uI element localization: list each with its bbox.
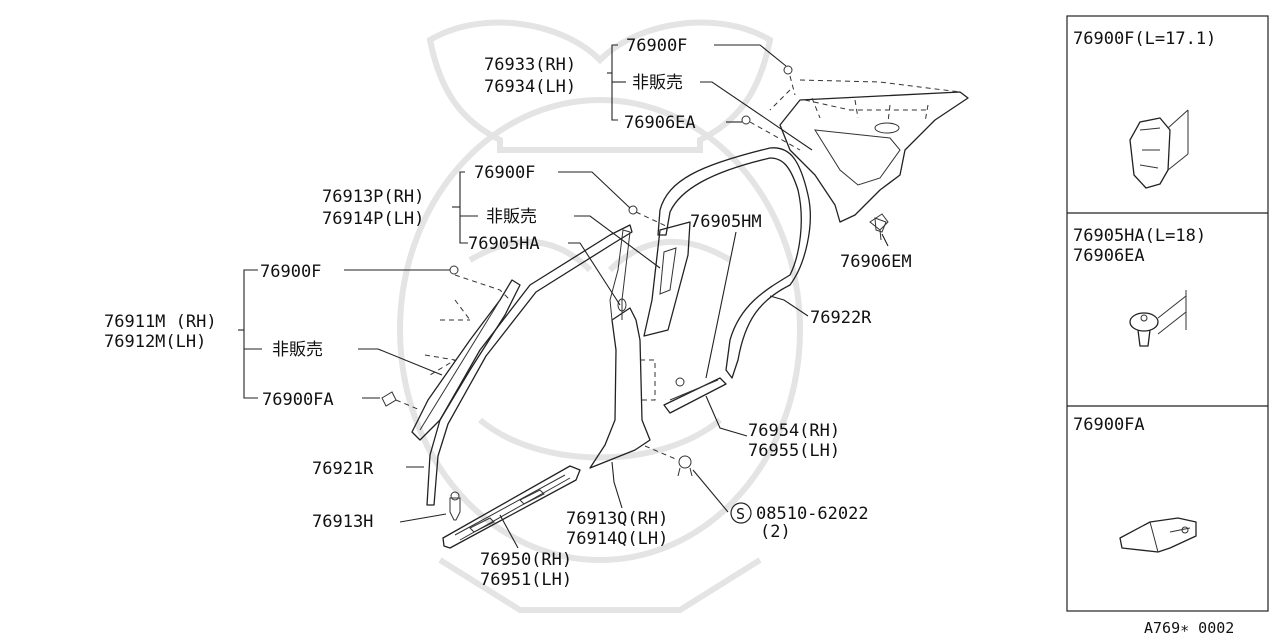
label-not-for-sale-mid: 非販売 bbox=[486, 207, 537, 227]
detail-subtitle-2: 76906EA bbox=[1073, 246, 1145, 266]
label-76921r: 76921R bbox=[312, 459, 374, 479]
front-pillar-trim bbox=[381, 265, 521, 441]
label-76914q: 76914Q(LH) bbox=[566, 529, 668, 549]
label-76911m: 76911M (RH) bbox=[104, 312, 217, 332]
detail-title-3: 76900FA bbox=[1073, 415, 1145, 435]
label-76906em: 76906EM bbox=[840, 252, 912, 272]
label-76954: 76954(RH) bbox=[748, 421, 840, 441]
front-kicking-plate bbox=[442, 465, 581, 549]
screw-callout-circle bbox=[730, 502, 752, 524]
front-weatherstrip bbox=[426, 224, 633, 506]
label-76900f-mid: 76900F bbox=[474, 163, 535, 183]
center-pillar-lower bbox=[589, 229, 656, 469]
clip-fastener-icon bbox=[1129, 109, 1189, 189]
label-screw-qty: (2) bbox=[760, 522, 791, 542]
screw-icon bbox=[644, 445, 693, 477]
part-labels: 76933(RH) 76934(LH) 76900F 非販売 76906EA 7… bbox=[104, 36, 912, 590]
rear-pillar-trim bbox=[741, 65, 969, 233]
door-weatherstrip bbox=[657, 147, 811, 379]
label-76905ha: 76905HA bbox=[468, 234, 540, 254]
label-76906ea: 76906EA bbox=[624, 113, 696, 133]
label-76955: 76955(LH) bbox=[748, 441, 840, 461]
label-76914p: 76914P(LH) bbox=[322, 209, 424, 229]
center-pillar-upper bbox=[628, 205, 691, 337]
label-76933: 76933(RH) bbox=[484, 55, 576, 75]
detail-panel: 76900F(L=17.1) 76905HA(L=18) 76906EA 769… bbox=[1066, 15, 1269, 612]
bracket-clip-icon bbox=[1119, 517, 1197, 553]
diagram-code: A769∗ 0002 bbox=[1144, 619, 1234, 637]
push-pin-clip-icon bbox=[1129, 290, 1187, 347]
label-76900f-top: 76900F bbox=[626, 36, 687, 56]
label-not-for-sale-top: 非販売 bbox=[632, 73, 683, 93]
detail-title-1: 76900F(L=17.1) bbox=[1073, 29, 1216, 49]
watermark-emblem bbox=[397, 19, 803, 613]
rear-kicking-plate bbox=[663, 377, 727, 414]
label-76913h: 76913H bbox=[312, 512, 373, 532]
detail-title-2: 76905HA(L=18) bbox=[1073, 226, 1206, 246]
screw-mark: S bbox=[736, 505, 745, 523]
clip-76913h bbox=[449, 491, 461, 521]
label-76900fa: 76900FA bbox=[262, 390, 334, 410]
label-76913q: 76913Q(RH) bbox=[566, 509, 668, 529]
label-76951: 76951(LH) bbox=[480, 570, 572, 590]
label-76912m: 76912M(LH) bbox=[104, 332, 206, 352]
label-76950: 76950(RH) bbox=[480, 550, 572, 570]
label-76922r: 76922R bbox=[810, 308, 872, 328]
label-76905hm: 76905HM bbox=[690, 212, 762, 232]
leader-lines bbox=[238, 44, 889, 549]
clip-76906em bbox=[869, 213, 889, 241]
label-76913p: 76913P(RH) bbox=[322, 187, 424, 207]
label-not-for-sale-low: 非販売 bbox=[272, 340, 323, 360]
label-76934: 76934(LH) bbox=[484, 77, 576, 97]
label-76900f-low: 76900F bbox=[260, 262, 321, 282]
label-screw-number: 08510-62022 bbox=[756, 504, 869, 524]
